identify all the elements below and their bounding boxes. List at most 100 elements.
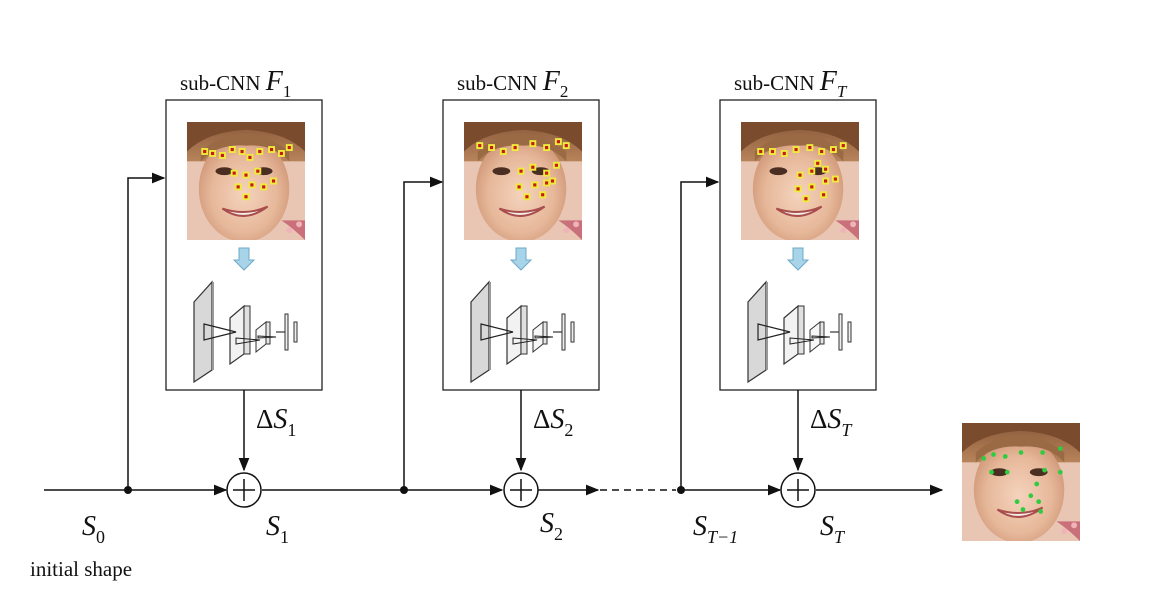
input-labels: S0 initial shape ST−1 [30, 511, 738, 581]
delta-sub: 2 [564, 420, 573, 440]
output-sub: 1 [280, 527, 289, 547]
landmark-point [279, 151, 283, 156]
landmark-point [220, 153, 224, 158]
landmark-point [831, 147, 836, 152]
st-minus-1-sub: T−1 [707, 527, 738, 547]
down-arrow-icon [786, 247, 810, 271]
landmark-point [545, 145, 549, 150]
landmark-point [262, 185, 266, 189]
adder-icon [780, 472, 816, 508]
down-arrow-icon [509, 247, 533, 271]
landmark-point [782, 151, 786, 156]
output-var: S [266, 511, 280, 542]
delta-var: S [550, 404, 564, 435]
landmark-point [269, 147, 274, 152]
delta-symbol: Δ [810, 404, 827, 434]
adder-icon [503, 472, 539, 508]
landmark-point [545, 171, 549, 175]
landmark-point [210, 151, 215, 156]
stage-title-text: sub-CNN [734, 71, 820, 95]
landmark-point [244, 195, 248, 199]
landmark-point [823, 179, 828, 183]
landmark-point [550, 179, 555, 183]
st-minus-1-label: ST−1 [693, 511, 738, 547]
stage-title-sub: 1 [283, 82, 292, 101]
output-var: S [820, 511, 834, 542]
face-thumbnail [741, 122, 859, 242]
landmark-point [478, 144, 482, 148]
output-sub: T [834, 527, 846, 547]
face-thumbnail [464, 122, 582, 242]
branch-arrow [127, 172, 166, 490]
landmark-point [810, 185, 814, 189]
landmark-point [248, 155, 252, 159]
landmark-point [203, 149, 207, 154]
delta-sub: 1 [287, 420, 296, 440]
delta-symbol: Δ [533, 404, 550, 434]
s0-label: S0 [82, 511, 105, 547]
face-thumbnail [187, 122, 305, 242]
stage-title-var: F [542, 66, 561, 97]
landmark-point [230, 147, 234, 152]
landmark-patches [476, 138, 570, 201]
landmark-point [256, 169, 260, 173]
delta-var: S [273, 404, 287, 435]
landmark-point [287, 145, 291, 150]
final-landmarks [981, 446, 1063, 514]
delta-sub: T [841, 420, 853, 440]
landmark-point [519, 169, 523, 173]
landmark-point [525, 195, 529, 199]
landmark-point [810, 169, 814, 173]
delta-label: ΔS1 [256, 404, 296, 440]
final-face-image [962, 423, 1080, 543]
landmark-patches [201, 144, 293, 201]
initial-shape-caption: initial shape [30, 557, 132, 581]
landmark-point [244, 173, 248, 177]
landmark-point [770, 149, 775, 154]
stage-title: sub-CNN F2 [457, 66, 568, 101]
landmark-point [489, 145, 494, 150]
down-arrow-icon [232, 247, 256, 271]
stage-title-text: sub-CNN [457, 71, 543, 95]
landmark-point [541, 193, 545, 197]
landmark-point [250, 183, 254, 187]
landmark-point [271, 179, 276, 183]
stage-title-sub: T [837, 82, 848, 101]
landmark-point [822, 193, 826, 197]
s0-var: S [82, 511, 96, 542]
landmark-point [545, 181, 549, 185]
delta-label: ΔST [810, 404, 853, 440]
stage-title: sub-CNN F1 [180, 66, 291, 101]
landmark-point [816, 161, 820, 165]
adder-icon [226, 472, 262, 508]
stage-title-var: F [265, 66, 284, 97]
landmark-point [531, 165, 535, 169]
landmark-point [804, 197, 808, 201]
s0-sub: 0 [96, 527, 105, 547]
output-label: ST [820, 511, 846, 547]
stage-title-text: sub-CNN [180, 71, 266, 95]
landmark-point [232, 171, 236, 175]
landmark-point [820, 149, 824, 154]
landmark-point [794, 147, 798, 152]
landmark-point [533, 183, 537, 187]
stage-title-var: F [819, 66, 838, 97]
landmark-point [513, 145, 517, 150]
landmark-point [564, 144, 568, 148]
landmark-point [236, 185, 240, 189]
output-label: S1 [266, 511, 289, 547]
output-sub: 2 [554, 524, 563, 544]
landmark-point [798, 173, 802, 177]
landmark-point [759, 149, 763, 154]
delta-label: ΔS2 [533, 404, 573, 440]
stage-title: sub-CNN FT [734, 66, 848, 101]
branch-arrow [680, 176, 720, 490]
landmark-point [808, 145, 812, 150]
output-label: S2 [540, 508, 563, 544]
landmark-point [554, 163, 559, 167]
landmark-point [796, 187, 800, 191]
landmark-point [517, 185, 521, 189]
